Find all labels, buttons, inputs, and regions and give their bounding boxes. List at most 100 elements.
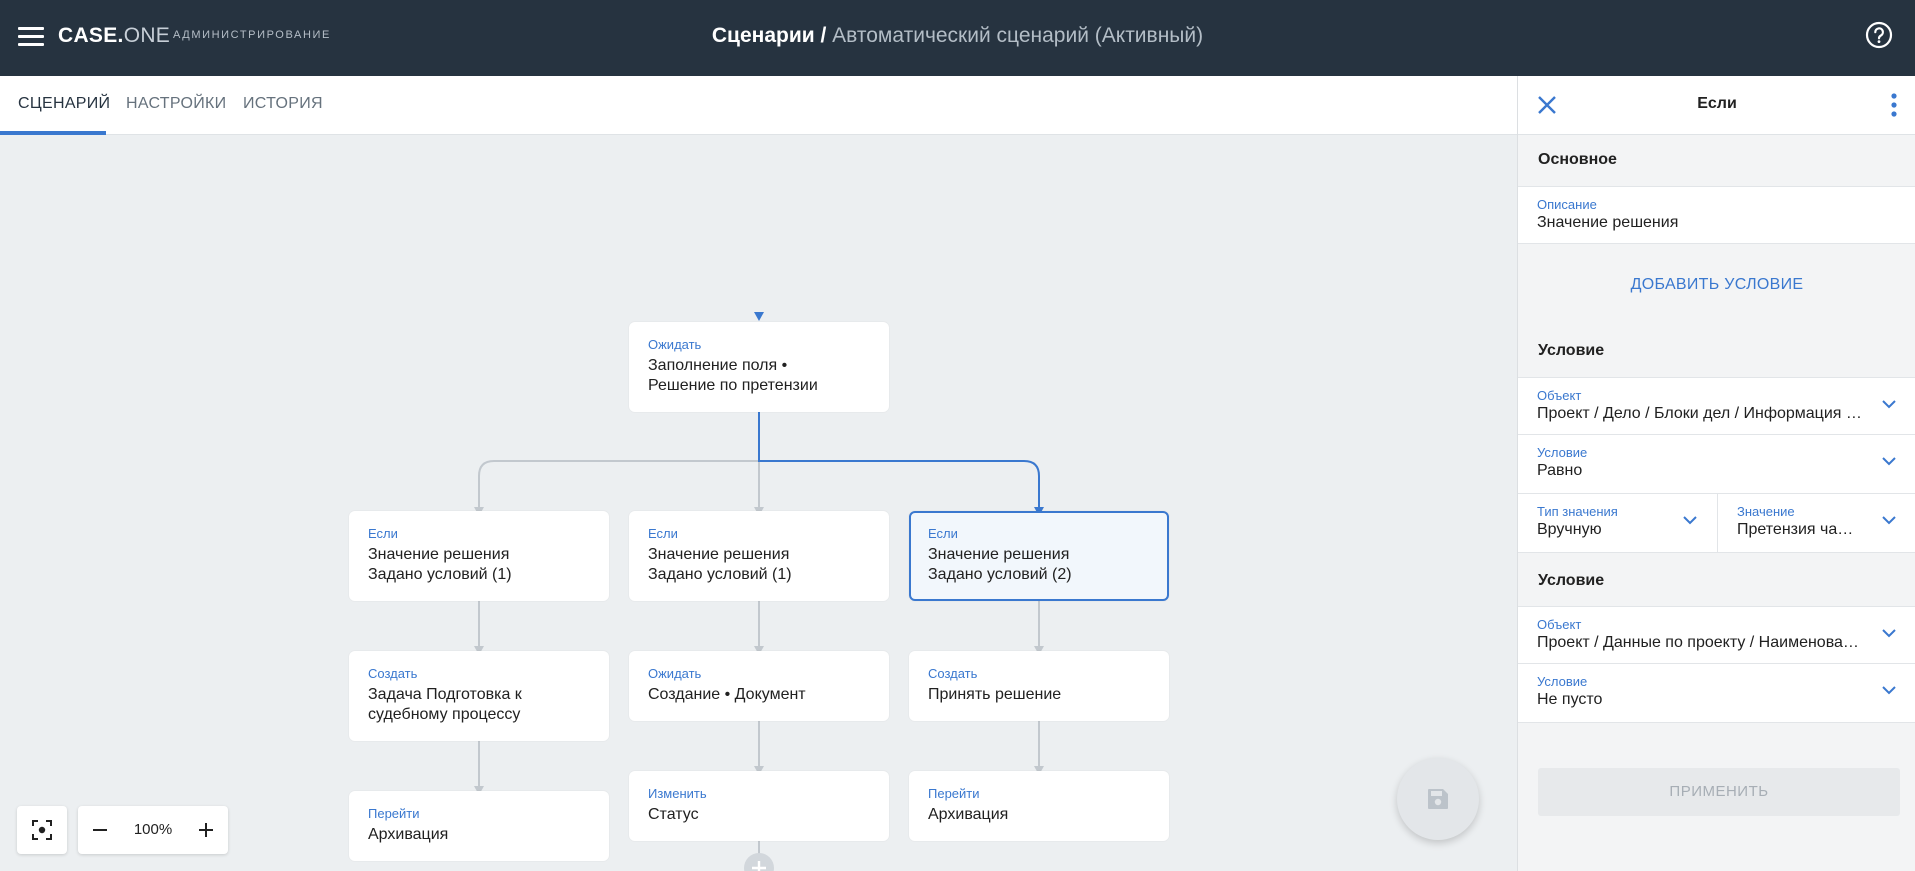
field-value: Равно bbox=[1537, 462, 1583, 479]
properties-panel: Если Основное Описание Значение решения … bbox=[1517, 76, 1915, 871]
field-label: Условие bbox=[1537, 674, 1588, 689]
field-label: Объект bbox=[1537, 388, 1582, 403]
top-bar: CASE.ONE АДМИНИСТРИРОВАНИЕ Сценарии / Ав… bbox=[0, 0, 1915, 76]
field-value: Проект / Дело / Блоки дел / Информация п… bbox=[1537, 405, 1867, 422]
section-condition-2: Условие bbox=[1538, 572, 1605, 589]
field-value: Не пусто bbox=[1537, 691, 1603, 708]
scenario-canvas[interactable]: Ожидать Заполнение поля • Решение по пре… bbox=[0, 135, 1517, 871]
chevron-down-icon bbox=[1882, 686, 1896, 695]
node-line: Архивация bbox=[928, 806, 1009, 823]
node-type: Если bbox=[368, 526, 398, 541]
condition2-object-select[interactable]: Объект Проект / Данные по проекту / Наим… bbox=[1518, 606, 1915, 664]
node-line: Принять решение bbox=[928, 686, 1062, 703]
logo-main: CASE. bbox=[58, 24, 124, 47]
breadcrumb-scenarios[interactable]: Сценарии bbox=[711, 24, 815, 47]
node-create-decision[interactable]: Создать Принять решение bbox=[909, 651, 1169, 721]
focus-icon bbox=[32, 820, 52, 840]
field-value: Претензия частично удовлетворена bbox=[1737, 521, 1859, 538]
node-if-right-selected[interactable]: Если Значение решения Задано условий (2) bbox=[909, 511, 1169, 601]
node-type: Создать bbox=[368, 666, 418, 681]
field-value: Проект / Данные по проекту / Наименовани… bbox=[1537, 634, 1867, 651]
edge-mid-3-arrow bbox=[754, 766, 764, 775]
condition1-value-select[interactable]: Значение Претензия частично удовлетворен… bbox=[1718, 494, 1915, 553]
node-line: Архивация bbox=[368, 826, 449, 843]
field-label: Тип значения bbox=[1537, 504, 1618, 519]
node-line: Значение решения bbox=[928, 546, 1070, 563]
edge-left-3-arrow bbox=[474, 786, 484, 795]
node-goto-archive-left[interactable]: Перейти Архивация bbox=[349, 791, 609, 861]
edge-right-3-arrow bbox=[1034, 766, 1044, 775]
field-label: Условие bbox=[1537, 445, 1588, 460]
node-type: Перейти bbox=[368, 806, 420, 821]
zoom-level: 100% bbox=[133, 821, 173, 838]
condition2-operator-select[interactable]: Условие Не пусто bbox=[1518, 664, 1915, 723]
chevron-down-icon bbox=[1882, 400, 1896, 409]
tab-history[interactable]: ИСТОРИЯ bbox=[243, 95, 323, 112]
zoom-control: 100% bbox=[78, 806, 228, 854]
node-line: Задано условий (1) bbox=[648, 566, 792, 583]
apply-button[interactable]: ПРИМЕНИТЬ bbox=[1538, 768, 1900, 816]
node-if-mid[interactable]: Если Значение решения Задано условий (1) bbox=[629, 511, 889, 601]
node-type: Если bbox=[648, 526, 678, 541]
node-line: Решение по претензии bbox=[648, 377, 818, 394]
menu-icon[interactable] bbox=[18, 27, 44, 47]
node-type: Ожидать bbox=[648, 666, 702, 681]
tab-bar: СЦЕНАРИЙ НАСТРОЙКИ ИСТОРИЯ bbox=[0, 76, 1517, 135]
edge-left-2-arrow bbox=[474, 646, 484, 655]
active-tab-indicator bbox=[0, 131, 106, 135]
section-main: Основное bbox=[1538, 151, 1617, 168]
node-line: Значение решения bbox=[368, 546, 510, 563]
node-wait-decision[interactable]: Ожидать Заполнение поля • Решение по пре… bbox=[629, 322, 889, 412]
plus-icon bbox=[199, 823, 213, 837]
node-type: Если bbox=[928, 526, 958, 541]
logo-sub: ONE bbox=[123, 24, 171, 47]
node-type: Изменить bbox=[648, 786, 707, 801]
breadcrumb-current: Автоматический сценарий (Активный) bbox=[832, 24, 1204, 47]
node-line: Задано условий (1) bbox=[368, 566, 512, 583]
condition1-object-select[interactable]: Объект Проект / Дело / Блоки дел / Инфор… bbox=[1518, 377, 1915, 435]
save-button[interactable] bbox=[1397, 758, 1479, 840]
breadcrumb: Сценарии / Автоматический сценарий (Акти… bbox=[0, 24, 1915, 48]
condition1-value-type-select[interactable]: Тип значения Вручную bbox=[1518, 494, 1718, 553]
node-line: Значение решения bbox=[648, 546, 790, 563]
node-line: Заполнение поля • bbox=[648, 357, 788, 374]
add-condition-button[interactable]: ДОБАВИТЬ УСЛОВИЕ bbox=[1630, 276, 1804, 293]
section-condition-1: Условие bbox=[1538, 342, 1605, 359]
node-change-status[interactable]: Изменить Статус bbox=[629, 771, 889, 841]
node-type: Перейти bbox=[928, 786, 980, 801]
app-logo[interactable]: CASE.ONE bbox=[58, 24, 170, 48]
zoom-in-button[interactable] bbox=[184, 806, 228, 854]
close-icon[interactable] bbox=[1536, 94, 1558, 116]
chevron-down-icon bbox=[1882, 629, 1896, 638]
chevron-down-icon bbox=[1683, 516, 1697, 525]
edge-branch-left bbox=[478, 412, 760, 507]
node-line: Статус bbox=[648, 806, 699, 823]
description-field[interactable]: Описание Значение решения bbox=[1518, 186, 1915, 244]
zoom-out-button[interactable] bbox=[78, 806, 122, 854]
field-label: Значение bbox=[1737, 504, 1795, 519]
panel-header: Если bbox=[1518, 76, 1915, 135]
add-step-icon[interactable] bbox=[744, 853, 774, 871]
node-wait-document[interactable]: Ожидать Создание • Документ bbox=[629, 651, 889, 721]
node-line: Задано условий (2) bbox=[928, 566, 1072, 583]
tab-scenario[interactable]: СЦЕНАРИЙ bbox=[18, 95, 111, 112]
node-create-task[interactable]: Создать Задача Подготовка к судебному пр… bbox=[349, 651, 609, 741]
fit-to-screen-button[interactable] bbox=[17, 806, 67, 854]
minus-icon bbox=[93, 829, 107, 831]
node-type: Создать bbox=[928, 666, 978, 681]
more-vert-icon[interactable] bbox=[1890, 92, 1898, 118]
chevron-down-icon bbox=[1882, 457, 1896, 466]
edge-incoming-arrow bbox=[754, 312, 764, 321]
save-icon bbox=[1428, 789, 1448, 809]
help-icon[interactable] bbox=[1865, 21, 1893, 49]
field-value: Вручную bbox=[1537, 521, 1602, 538]
node-if-left[interactable]: Если Значение решения Задано условий (1) bbox=[349, 511, 609, 601]
tab-settings[interactable]: НАСТРОЙКИ bbox=[126, 95, 227, 112]
condition1-operator-select[interactable]: Условие Равно bbox=[1518, 435, 1915, 494]
field-label: Описание bbox=[1537, 197, 1597, 212]
panel-title: Если bbox=[1697, 95, 1737, 112]
edge-mid-2-arrow bbox=[754, 646, 764, 655]
flow-edges bbox=[474, 140, 1044, 855]
node-goto-archive-right[interactable]: Перейти Архивация bbox=[909, 771, 1169, 841]
field-value: Значение решения bbox=[1537, 214, 1679, 231]
